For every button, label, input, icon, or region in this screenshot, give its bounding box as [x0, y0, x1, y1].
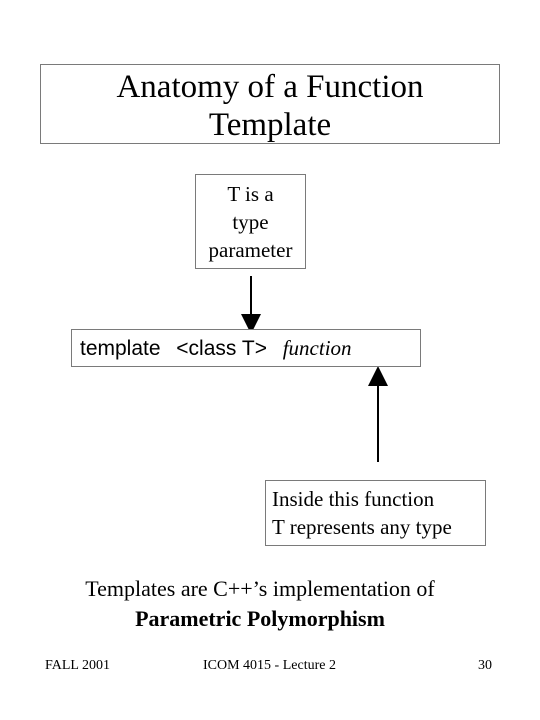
template-keyword: template [80, 337, 161, 360]
function-word: function [282, 336, 352, 360]
slide-title-line-1: Anatomy of a Function [116, 69, 424, 105]
type-parameter-line-2: type [232, 210, 269, 234]
summary-line-1: Templates are C++’s implementation of [85, 576, 435, 601]
template-declaration-box: template <class T> function [71, 329, 421, 367]
footer-page-number: 30 [478, 658, 492, 673]
inside-function-callout: Inside this function T represents any ty… [265, 480, 486, 546]
type-parameter-callout: T is a type parameter [195, 174, 306, 269]
template-params: <class T> [176, 337, 267, 360]
slide-title-box: Anatomy of a Function Template [40, 64, 500, 144]
footer-semester: FALL 2001 [45, 658, 110, 673]
type-parameter-line-1: T is a [227, 182, 274, 206]
type-parameter-line-3: parameter [208, 238, 293, 262]
footer-course: ICOM 4015 - Lecture 2 [203, 658, 336, 673]
summary-line-2: Parametric Polymorphism [135, 606, 385, 631]
summary-text: Templates are C++’s implementation of Pa… [0, 574, 520, 634]
slide-title-line-2: Template [208, 107, 332, 143]
inside-function-line-1: Inside this function [272, 487, 435, 511]
inside-function-line-2: T represents any type [272, 515, 452, 539]
